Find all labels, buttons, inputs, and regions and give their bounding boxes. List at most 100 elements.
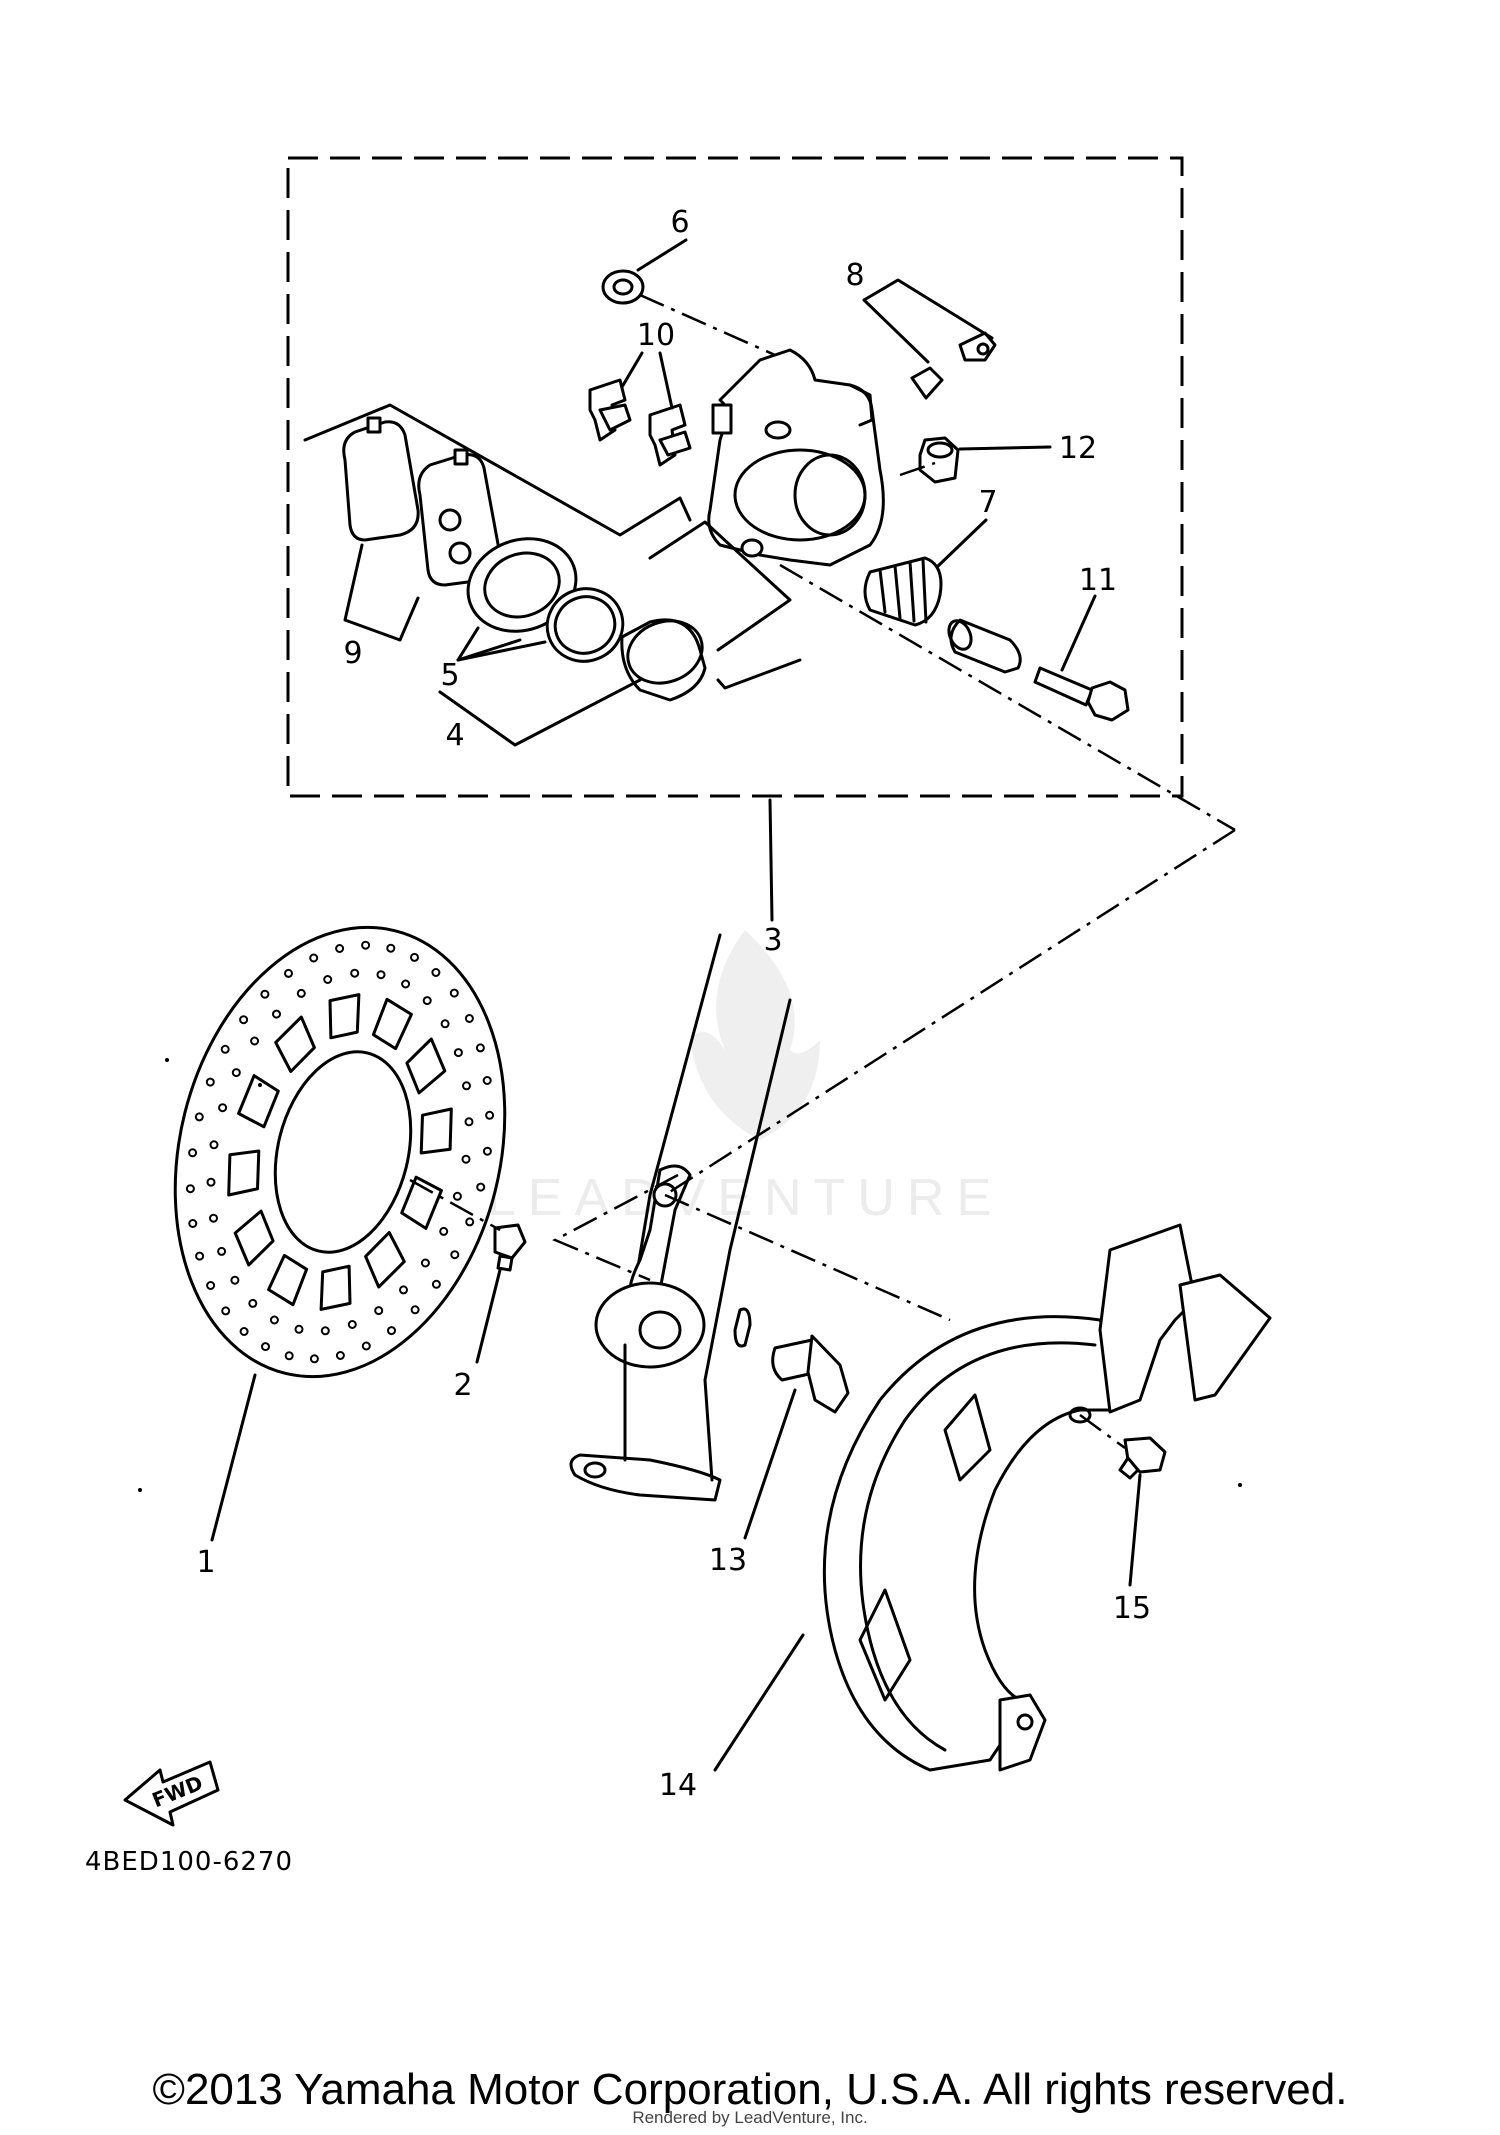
disc-slot <box>267 1253 309 1307</box>
bleed-screw-part-8 <box>910 331 997 400</box>
disc-hole <box>476 1182 486 1192</box>
disc-hole <box>231 1068 241 1078</box>
callout-10: 10 <box>637 318 675 353</box>
disc-hole <box>376 970 386 980</box>
disc-slot <box>400 1175 443 1230</box>
disc-hole <box>188 1219 198 1228</box>
disc-hole <box>450 1250 460 1260</box>
disc-hole <box>206 1177 216 1187</box>
disc-slot <box>364 1231 406 1289</box>
disc-hole <box>485 1110 495 1120</box>
leader-lines <box>210 238 1142 1772</box>
boot-cap-part-12 <box>918 436 960 484</box>
callout-14: 14 <box>659 1768 697 1803</box>
disc-hole <box>209 1140 219 1150</box>
disc-hole <box>401 979 411 989</box>
seal-kit-part-5 <box>466 537 625 663</box>
assembly-lines <box>409 293 1236 1450</box>
disc-hole <box>422 996 432 1006</box>
disc-hole <box>250 1036 260 1046</box>
disc-hole <box>335 944 345 953</box>
disc-hole <box>185 1184 195 1194</box>
diagram-code: 4BED100-6270 <box>85 1847 293 1877</box>
callout-1: 1 <box>196 1545 215 1580</box>
scan-dot <box>165 1058 169 1062</box>
disc-hole <box>350 968 360 978</box>
disc-hole <box>482 1146 492 1156</box>
disc-hole <box>335 1351 345 1360</box>
callout-5: 5 <box>440 658 459 693</box>
callout-11: 11 <box>1079 563 1117 598</box>
disc-hole <box>475 1043 485 1053</box>
fwd-arrow-icon: FWD <box>123 1760 220 1827</box>
disc-hole <box>462 1081 471 1091</box>
disc-hole <box>248 1298 258 1308</box>
disc-slot <box>405 1037 447 1095</box>
copyright-notice: ©2013 Yamaha Motor Corporation, U.S.A. A… <box>152 2065 1348 2114</box>
disc-hole <box>272 1009 281 1019</box>
disc-slot <box>227 1149 261 1197</box>
disc-hole <box>296 988 306 998</box>
disc-hole <box>218 1103 228 1113</box>
pad-clips-part-10 <box>588 378 692 467</box>
disc-hole <box>194 1112 204 1122</box>
disc-hole <box>431 968 441 977</box>
disc-hole <box>284 1351 294 1361</box>
disc-hole <box>452 1191 462 1201</box>
disc-hole <box>410 1305 420 1315</box>
caliper-body <box>707 348 885 567</box>
callout-2: 2 <box>453 1368 472 1403</box>
disc-hole <box>439 1226 449 1236</box>
disc-hole <box>261 1342 270 1352</box>
disc-hole <box>482 1076 492 1085</box>
axle-bolt-part-13 <box>771 1334 850 1414</box>
disc-hole <box>188 1148 198 1158</box>
disc-slot <box>371 997 413 1051</box>
callout-9: 9 <box>343 636 362 671</box>
bleed-cap-part-6 <box>601 269 645 305</box>
disc-hole <box>230 1275 240 1285</box>
disc-hole <box>374 1306 384 1316</box>
disc-hole <box>221 1306 231 1316</box>
disc-slot <box>419 1107 453 1155</box>
callout-6: 6 <box>670 205 689 240</box>
disc-hole <box>420 1258 430 1268</box>
callout-4: 4 <box>445 718 464 753</box>
disc-hole <box>320 1326 330 1336</box>
pin-sleeve <box>947 618 1022 674</box>
disc-hole <box>431 1279 441 1289</box>
disc-hole <box>269 1315 279 1325</box>
rendered-by-note: Rendered by LeadVenture, Inc. <box>632 2108 868 2127</box>
disc-hole <box>453 1048 463 1058</box>
callout-7: 7 <box>978 485 997 520</box>
disc-hole <box>206 1281 216 1290</box>
disc-hole <box>399 1285 408 1295</box>
disc-hole <box>239 1015 249 1025</box>
caliper-assembly-frame <box>286 156 1184 798</box>
disc-hole <box>217 1246 227 1256</box>
scan-dot <box>258 1083 262 1087</box>
disc-hole <box>220 1044 230 1054</box>
brake-disc-part-1 <box>173 925 507 1379</box>
disc-hole <box>347 1320 357 1329</box>
disc-hole <box>465 1217 475 1227</box>
disc-hole <box>449 988 459 998</box>
disc-slot <box>328 993 361 1040</box>
brake-pads-part-9 <box>342 416 502 587</box>
disc-hole <box>387 1326 396 1336</box>
bolt-part-11 <box>1033 666 1130 722</box>
disc-hole <box>386 943 396 953</box>
disc-hole <box>410 952 419 962</box>
disc-hole <box>361 940 371 950</box>
callout-12: 12 <box>1059 431 1097 466</box>
disc-slot <box>274 1015 316 1073</box>
disc-hole <box>209 1213 218 1223</box>
disc-hole <box>464 1014 474 1023</box>
disc-slot <box>237 1074 280 1129</box>
callout-13: 13 <box>709 1543 747 1578</box>
disc-cover-part-14 <box>822 1223 1272 1772</box>
disc-hole <box>461 1154 471 1164</box>
callout-8: 8 <box>845 258 864 293</box>
disc-hole <box>205 1077 215 1087</box>
